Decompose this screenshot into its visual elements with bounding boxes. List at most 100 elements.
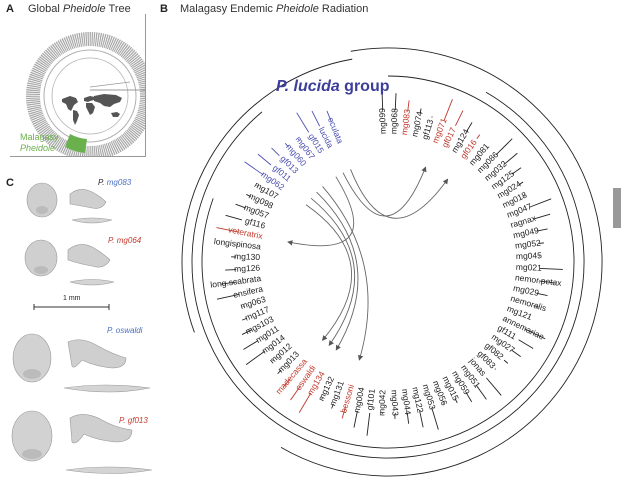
tip-branch <box>518 339 534 349</box>
specimen-label: P. oswaldi <box>107 326 142 335</box>
tip-branch <box>241 329 253 335</box>
tip-branch <box>220 281 238 285</box>
tip-branch <box>538 280 556 284</box>
tip-label: mg044 <box>400 388 413 415</box>
tip-branch <box>454 398 458 404</box>
specimen-prefix: P. <box>98 178 105 187</box>
specimen-label: P. mg083 <box>98 178 131 187</box>
femur-render <box>71 217 113 224</box>
mesosoma-render <box>67 339 127 369</box>
tip-branch <box>431 407 439 430</box>
transition-arrow <box>316 191 359 351</box>
tip-branch <box>235 203 247 209</box>
backbone-arc <box>280 47 603 477</box>
mesosoma-render <box>69 189 107 209</box>
tip-label: mg043 <box>389 390 400 417</box>
tip-branches <box>216 87 563 436</box>
panel-a-title: Global Pheidole Tree <box>28 3 131 15</box>
panel-a-title-italic: Pheidole <box>62 3 106 15</box>
tip-branch <box>296 112 310 133</box>
tip-branch <box>257 153 272 166</box>
tip-branch <box>331 403 334 409</box>
tip-branch <box>407 100 410 112</box>
tip-branch <box>443 99 453 121</box>
tip-branch <box>511 167 522 175</box>
tip-label: mg052 <box>514 237 541 250</box>
tip-branch <box>290 385 301 401</box>
tip-branch <box>536 292 548 297</box>
tip-branch <box>529 198 552 208</box>
tip-label: gf101 <box>364 388 377 411</box>
mandible-render <box>22 449 42 459</box>
tip-branch <box>539 268 563 270</box>
specimen-oswaldi-renders <box>12 333 151 393</box>
tip-branch <box>216 293 240 300</box>
transition-arrow <box>305 204 353 341</box>
backbone-arc <box>181 58 353 333</box>
tip-branch <box>536 228 548 232</box>
panel-a-title-post: Tree <box>105 3 131 15</box>
tip-branch <box>394 93 397 111</box>
tip-branch <box>283 378 291 388</box>
lucida-group-label: P. lucida group <box>276 78 390 96</box>
malagasy-label-line1: Malagasy <box>20 132 59 142</box>
tip-branch <box>455 110 464 126</box>
transition-arrow <box>350 169 449 219</box>
tip-branch <box>246 194 252 197</box>
tip-branch <box>533 213 551 220</box>
tip-label: mg083 <box>399 108 412 135</box>
head-render <box>11 410 53 462</box>
tip-branch <box>485 146 488 148</box>
specimen-prefix: P. <box>119 416 126 425</box>
tip-branch <box>504 152 518 165</box>
tip-branch <box>277 369 282 374</box>
mesosoma-render <box>67 244 111 268</box>
tip-branch <box>245 350 266 365</box>
transition-arrow <box>322 186 369 361</box>
femur-render <box>65 466 153 474</box>
panel-a-title-pre: Global <box>28 3 63 15</box>
side-gray-bar <box>613 188 621 228</box>
tip-branch <box>503 359 509 364</box>
specimen-label: P. gf013 <box>119 416 148 425</box>
transition-arrow <box>342 166 427 217</box>
mesosoma-render <box>69 414 133 444</box>
specimen-label: P. mg064 <box>108 236 141 245</box>
tip-branch <box>341 407 346 419</box>
tip-branch <box>486 377 502 396</box>
tip-branch <box>216 227 240 233</box>
tip-branch <box>298 392 312 414</box>
tip-label: mg045 <box>516 250 543 261</box>
tip-branch <box>326 110 332 122</box>
specimen-prefix: P. <box>107 326 114 335</box>
tip-branch <box>538 242 544 244</box>
tip-branch <box>466 122 473 133</box>
tip-branch <box>225 214 243 221</box>
tip-branch <box>524 328 546 340</box>
mandible-render <box>23 369 41 379</box>
tip-label: mg021 <box>516 262 543 273</box>
tip-branch <box>297 139 300 141</box>
panel-b-title: Malagasy Endemic Pheidole Radiation <box>180 3 368 15</box>
tip-branch <box>494 368 496 370</box>
global-tree <box>26 32 145 156</box>
tip-branch <box>419 410 424 428</box>
mandible-render <box>36 206 48 214</box>
transition-arrows <box>287 166 449 361</box>
panel-b-title-post: Radiation <box>318 3 369 15</box>
tip-branch <box>366 412 371 436</box>
specimen-name: gf013 <box>127 416 148 425</box>
tip-branch <box>244 161 264 176</box>
tip-label: mg068 <box>388 108 399 135</box>
panel-c-letter: C <box>6 177 14 189</box>
head-render <box>24 239 58 277</box>
group-label-post: group <box>339 78 390 95</box>
tip-branch <box>511 349 521 358</box>
tip-branch <box>311 110 321 127</box>
backbone-arc <box>191 91 585 459</box>
outer-branch-arcs <box>181 47 603 477</box>
tip-branch <box>419 108 422 114</box>
tip-branch <box>518 181 524 185</box>
